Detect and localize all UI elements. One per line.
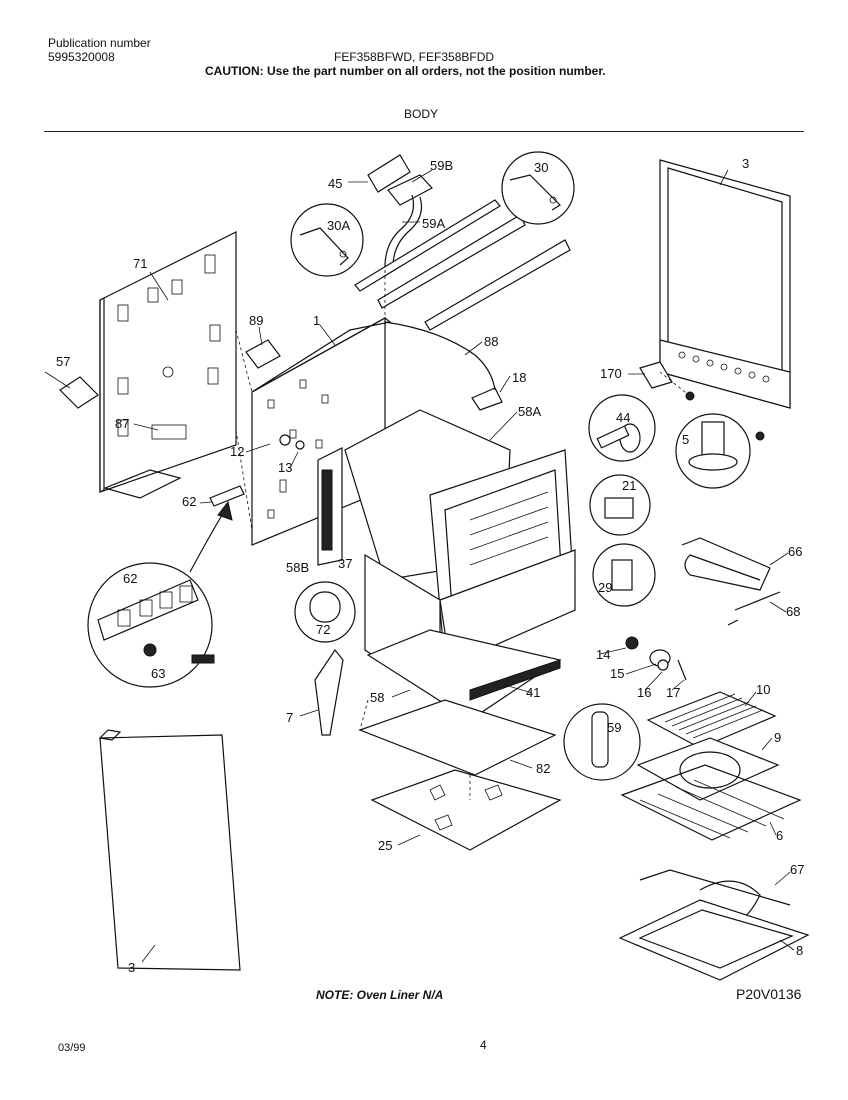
callout-17: 17 bbox=[666, 685, 680, 700]
part-25-bottom-cover bbox=[370, 769, 562, 851]
callout-82: 82 bbox=[536, 761, 550, 776]
callout-88: 88 bbox=[484, 334, 498, 349]
detail-circle-62-63 bbox=[87, 500, 233, 688]
callout-59: 59 bbox=[607, 720, 621, 735]
part-71-back-panel bbox=[99, 231, 237, 499]
callout-3-bottom: 3 bbox=[128, 960, 135, 975]
callout-29: 29 bbox=[598, 580, 612, 595]
callout-labels: 45 59B 59A 30 30A 3 71 89 1 88 57 170 18… bbox=[56, 156, 804, 975]
detail-circle-30a bbox=[290, 203, 364, 277]
callout-6: 6 bbox=[776, 828, 783, 843]
callout-66: 66 bbox=[788, 544, 802, 559]
part-58-41-storage-base bbox=[366, 629, 562, 721]
callout-63: 63 bbox=[151, 666, 165, 681]
part-3-side-panel-right bbox=[659, 159, 791, 409]
detail-circle-72 bbox=[294, 581, 356, 643]
part-57-plate bbox=[44, 371, 99, 409]
callout-44: 44 bbox=[616, 410, 630, 425]
callout-89: 89 bbox=[249, 313, 263, 328]
callout-62-top: 62 bbox=[182, 494, 196, 509]
part-9-broiler-pan bbox=[636, 737, 780, 801]
callout-59b: 59B bbox=[430, 158, 453, 173]
caution-notice: CAUTION: Use the part number on all orde… bbox=[205, 64, 606, 78]
callout-15: 15 bbox=[610, 666, 624, 681]
page-number: 4 bbox=[480, 1038, 487, 1052]
callout-8: 8 bbox=[796, 943, 803, 958]
callout-5: 5 bbox=[682, 432, 689, 447]
part-8-bottom-tray bbox=[618, 899, 810, 981]
oven-liner-note: NOTE: Oven Liner N/A bbox=[316, 988, 444, 1002]
detail-circle-5 bbox=[675, 413, 751, 489]
small-parts-14-17 bbox=[625, 636, 687, 681]
part-6-oven-rack bbox=[620, 764, 802, 841]
part-3-side-panel-left bbox=[98, 729, 241, 971]
callout-71: 71 bbox=[133, 256, 147, 271]
part-7-hinge bbox=[314, 648, 344, 736]
callout-58a: 58A bbox=[518, 404, 541, 419]
callout-25: 25 bbox=[378, 838, 392, 853]
top-brackets bbox=[354, 154, 571, 331]
part-66-broil-element bbox=[681, 537, 781, 626]
callout-58: 58 bbox=[370, 690, 384, 705]
part-170-bracket bbox=[639, 361, 765, 441]
callout-57: 57 bbox=[56, 354, 70, 369]
callout-18: 18 bbox=[512, 370, 526, 385]
callout-30a: 30A bbox=[327, 218, 350, 233]
callout-1: 1 bbox=[313, 313, 320, 328]
callout-3-top: 3 bbox=[742, 156, 749, 171]
part-10-broiler-pan-insert bbox=[646, 691, 777, 749]
detail-circle-21 bbox=[589, 474, 651, 536]
section-title: BODY bbox=[404, 107, 439, 121]
callout-37: 37 bbox=[338, 556, 352, 571]
detail-circle-30 bbox=[501, 151, 575, 225]
callout-21: 21 bbox=[622, 478, 636, 493]
figure-id: P20V0136 bbox=[736, 986, 802, 1002]
callout-7: 7 bbox=[286, 710, 293, 725]
callout-12: 12 bbox=[230, 444, 244, 459]
publication-number: 5995320008 bbox=[48, 50, 115, 64]
part-62-terminal-block bbox=[209, 485, 245, 507]
detail-circle-44 bbox=[588, 394, 656, 462]
callout-45: 45 bbox=[328, 176, 342, 191]
header-divider bbox=[44, 131, 804, 132]
callout-58b: 58B bbox=[286, 560, 309, 575]
callout-leaders bbox=[133, 169, 795, 963]
callout-10: 10 bbox=[756, 682, 770, 697]
detail-circle-59 bbox=[563, 703, 641, 781]
callout-72: 72 bbox=[316, 622, 330, 637]
publication-label: Publication number bbox=[48, 36, 151, 50]
oven-cavity-assembly bbox=[317, 409, 576, 702]
callout-30: 30 bbox=[534, 160, 548, 175]
callout-62-detail: 62 bbox=[123, 571, 137, 586]
callout-59a: 59A bbox=[422, 216, 445, 231]
part-82-bottom-plate bbox=[358, 699, 557, 776]
callout-14: 14 bbox=[596, 647, 610, 662]
model-numbers: FEF358BFWD, FEF358BFDD bbox=[334, 50, 495, 64]
part-18-88-89 bbox=[245, 321, 503, 411]
callout-170: 170 bbox=[600, 366, 622, 381]
callout-16: 16 bbox=[637, 685, 651, 700]
callout-41: 41 bbox=[526, 685, 540, 700]
callout-9: 9 bbox=[774, 730, 781, 745]
publication-date: 03/99 bbox=[58, 1042, 86, 1054]
callout-13: 13 bbox=[278, 460, 292, 475]
callout-67: 67 bbox=[790, 862, 804, 877]
detail-circle-29 bbox=[592, 543, 656, 607]
callout-87: 87 bbox=[115, 416, 129, 431]
callout-68: 68 bbox=[786, 604, 800, 619]
part-12-13 bbox=[279, 434, 305, 450]
assembly-dashed-lines bbox=[235, 270, 691, 800]
